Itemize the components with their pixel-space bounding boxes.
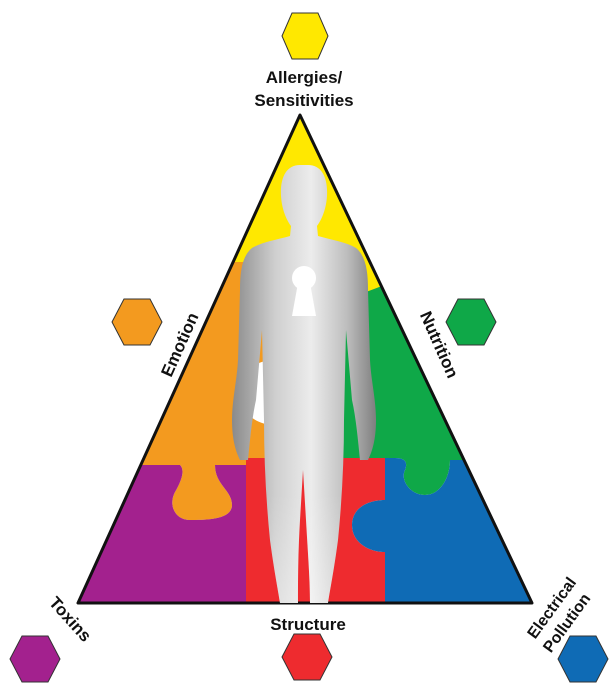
structure-label: Structure bbox=[270, 615, 346, 634]
keyhole-icon bbox=[292, 266, 316, 316]
human-figure bbox=[232, 165, 376, 603]
allergies-label-line1: Allergies/ bbox=[266, 68, 343, 87]
electrical-pollution-hexagon-icon bbox=[557, 635, 609, 683]
structure-hexagon-icon bbox=[281, 633, 333, 681]
nutrition-hexagon-icon bbox=[445, 298, 497, 346]
toxins-puzzle-piece bbox=[78, 465, 246, 603]
allergies-hexagon-icon bbox=[281, 12, 329, 60]
toxins-hexagon-icon bbox=[9, 635, 61, 683]
allergies-label-line2: Sensitivities bbox=[254, 91, 353, 110]
triangle-outline bbox=[76, 113, 534, 605]
emotion-hexagon-icon bbox=[111, 298, 163, 346]
electrical-pollution-puzzle-piece bbox=[352, 458, 532, 603]
